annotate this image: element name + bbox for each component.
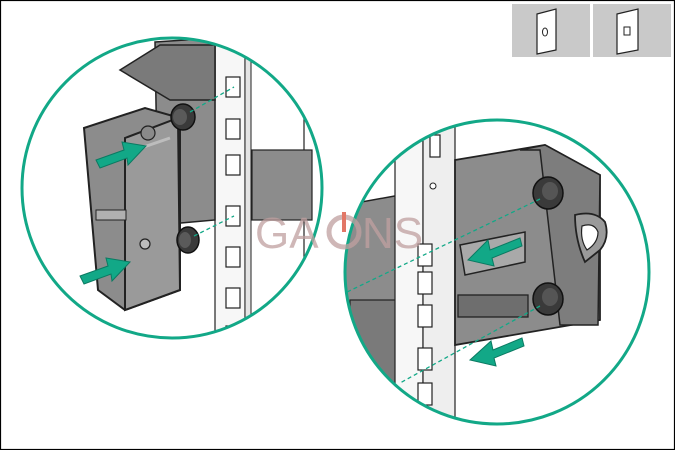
detail-circle-left: [20, 36, 324, 340]
pull-arrow-upper: [467, 237, 523, 267]
watermark: GA NS: [255, 209, 423, 258]
insert-arrow-upper: [95, 141, 148, 169]
corner-icon-panel: [512, 4, 671, 57]
pull-arrow-lower: [468, 337, 525, 367]
rear-pin-upper: [532, 176, 564, 210]
rear-pin-lower: [532, 282, 564, 316]
alignment-pin-upper: [140, 103, 196, 141]
watermark-text-left: GA: [255, 209, 319, 258]
rack-square-holes-rear: [417, 134, 441, 406]
alignment-pin-lower: [176, 226, 200, 254]
detail-circle-right: [343, 118, 651, 426]
insert-arrow-lower: [79, 257, 132, 285]
detail-rear-bracket: [343, 118, 651, 426]
watermark-text-right: NS: [362, 209, 423, 258]
detail-front-bracket: [20, 36, 324, 340]
